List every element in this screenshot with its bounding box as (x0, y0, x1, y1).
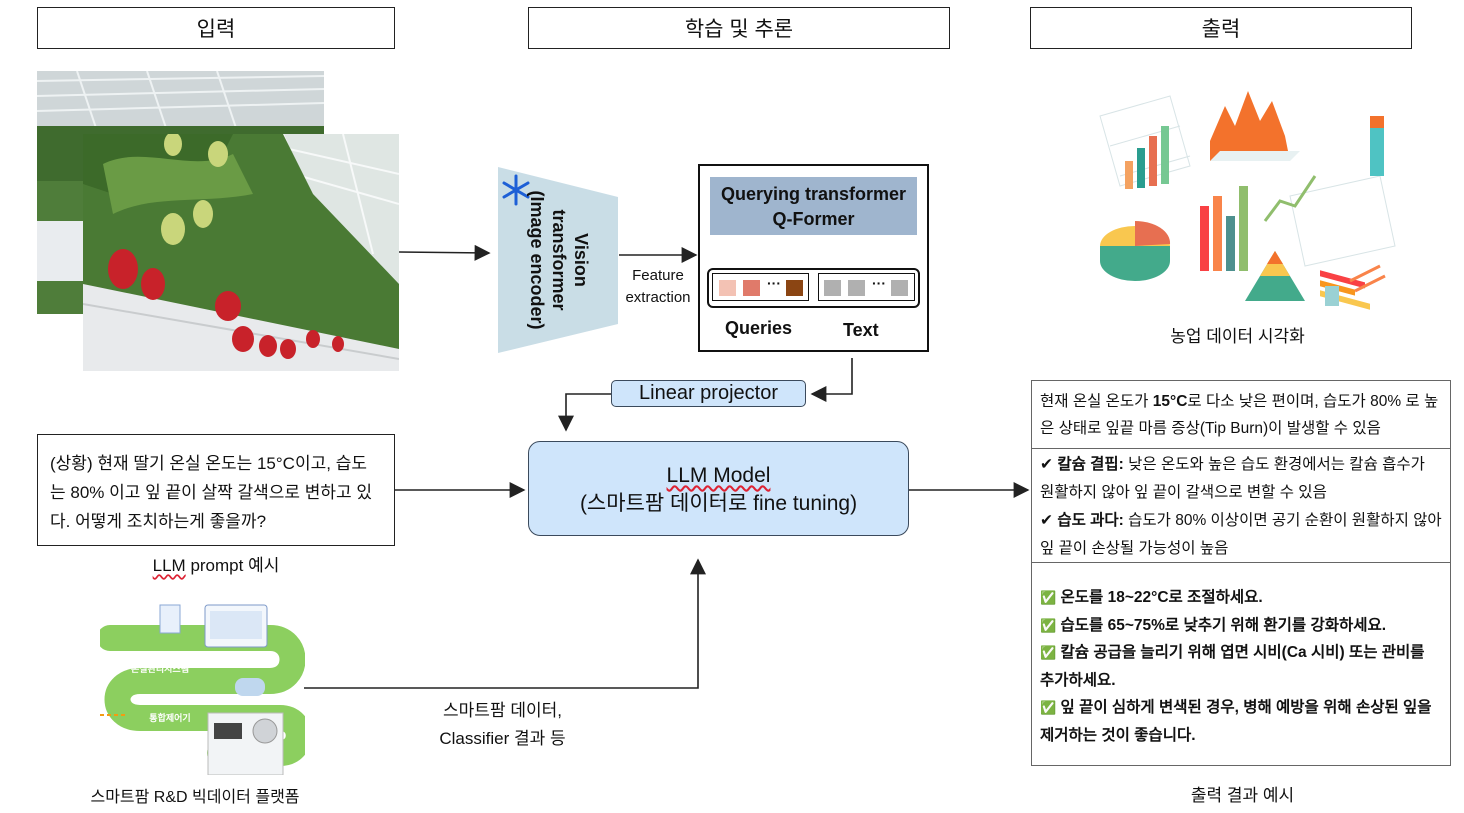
platform-system-label: 스마트 온실관리시스템 (131, 653, 189, 674)
token-group (707, 268, 920, 308)
column-bars-icon (1200, 186, 1248, 271)
cause-check-icon: ✔ (1040, 512, 1053, 529)
action-text: 습도를 65~75%로 낮추기 위해 환기를 강화하세요. (1060, 616, 1387, 634)
arrow-photo-to-encoder (398, 244, 491, 261)
text-token (891, 280, 908, 296)
queries-label: Queries (725, 318, 793, 338)
action-text: 잎 끝이 심하게 변색된 경우, 병해 예방을 위해 손상된 잎을 제거하는 것… (1040, 699, 1432, 744)
qformer-title-line1: Querying transformer (720, 184, 907, 204)
snowflake-icon (502, 174, 530, 206)
action-item: ✅ 칼슘 공급을 늘리기 위해 엽면 시비(Ca 시비) 또는 관비를 추가하세… (1040, 639, 1442, 694)
cause-title: 습도 과다: (1057, 512, 1124, 529)
arrow-platform-to-llm (304, 558, 706, 689)
platform-illustration: 스마트 온실관리시스템 통합제어기 (97, 603, 312, 776)
prompt-caption-rest: prompt 예시 (185, 556, 280, 575)
vision-encoder-shape (498, 167, 618, 353)
text-token (848, 280, 865, 296)
action-item: ✅ 잎 끝이 심하게 변색된 경우, 병해 예방을 위해 손상된 잎을 제거하는… (1040, 694, 1442, 749)
platform-controller-label: 통합제어기 (149, 713, 191, 723)
action-text: 칼슘 공급을 늘리기 위해 엽면 시비(Ca 시비) 또는 관비를 추가하세요. (1040, 644, 1425, 689)
header-input: 입력 (37, 7, 395, 49)
cause-text: 낮은 온도와 높은 습도 환경에서는 칼슘 흡수가 원활하지 않아 잎 끝이 갈… (1040, 456, 1425, 501)
output-summary-post: 로 다소 낮은 편이며, 습도가 80% 로 높은 상태로 잎끝 마름 증상(T… (1040, 393, 1439, 437)
action-item: ✅ 온도를 18~22°C로 조절하세요. (1040, 584, 1442, 612)
action-check-icon: ✅ (1040, 645, 1057, 660)
header-output: 출력 (1030, 7, 1412, 49)
data-flow-line2: Classifier 결과 등 (439, 729, 566, 748)
text-dots: ··· (872, 275, 886, 291)
query-token (786, 280, 803, 296)
cause-title: 칼슘 결핍: (1057, 456, 1124, 473)
text-tokens: ··· (818, 273, 915, 301)
output-summary-pre: 현재 온실 온도가 (1040, 393, 1153, 410)
prompt-caption: LLM prompt 예시 (37, 551, 395, 576)
action-text: 온도를 18~22°C로 조절하세요. (1060, 589, 1263, 606)
data-flow-line1: 스마트팜 데이터, (443, 701, 562, 720)
llm-model-subtitle: (스마트팜 데이터로 fine tuning) (579, 492, 858, 515)
action-check-icon: ✅ (1040, 590, 1057, 605)
qformer-header: Querying transformer Q-Former (710, 177, 917, 235)
vision-encoder (498, 167, 618, 353)
header-input-label: 입력 (196, 18, 236, 41)
output-causes: ✔ 칼슘 결핍: 낮은 온도와 높은 습도 환경에서는 칼슘 흡수가 원활하지 … (1032, 450, 1450, 563)
qformer-title-line2: Q-Former (772, 209, 855, 229)
prompt-box: (상황) 현재 딸기 온실 온도는 15°C이고, 습도는 80% 이고 잎 끝… (37, 434, 395, 546)
output-box: 현재 온실 온도가 15°C로 다소 낮은 편이며, 습도가 80% 로 높은 … (1031, 380, 1451, 766)
data-visualization-image (1080, 86, 1402, 320)
output-actions: ✅ 온도를 18~22°C로 조절하세요. ✅ 습도를 65~75%로 낮추기 … (1032, 564, 1450, 764)
cause-item: ✔ 칼슘 결핍: 낮은 온도와 높은 습도 환경에서는 칼슘 흡수가 원활하지 … (1040, 451, 1442, 507)
query-token (719, 280, 736, 296)
feature-extraction-label: Feature extraction (622, 265, 694, 309)
output-summary: 현재 온실 온도가 15°C로 다소 낮은 편이며, 습도가 80% 로 높은 … (1032, 381, 1450, 449)
llm-model-title: LLM Model (666, 464, 771, 487)
encoder-label-line1: Vision (571, 233, 591, 287)
arrow-qformer-to-projector (810, 358, 853, 402)
query-tokens: ··· (712, 273, 809, 301)
vision-encoder-label-wrap: Vision transformer (Image encoder) (498, 167, 620, 353)
header-training: 학습 및 추론 (528, 7, 950, 49)
bar-cluster-icon (1125, 126, 1169, 189)
query-dots: ··· (767, 275, 781, 291)
prompt-text: (상황) 현재 딸기 온실 온도는 15°C이고, 습도는 80% 이고 잎 끝… (50, 454, 373, 531)
visualization-caption: 농업 데이터 시각화 (1170, 327, 1305, 346)
feature-extraction-line2: extraction (625, 289, 691, 306)
action-check-icon: ✅ (1040, 617, 1057, 633)
text-token (824, 280, 841, 296)
query-token (743, 280, 760, 296)
action-item: ✅ 습도를 65~75%로 낮추기 위해 환기를 강화하세요. (1040, 612, 1442, 640)
text-label: Text (843, 320, 879, 340)
cause-text: 습도가 80% 이상이면 공기 순환이 원활하지 않아 잎 끝이 손상될 가능성… (1040, 512, 1442, 557)
output-caption: 출력 결과 예시 (1190, 786, 1295, 805)
cause-item: ✔ 습도 과다: 습도가 80% 이상이면 공기 순환이 원활하지 않아 잎 끝… (1040, 507, 1442, 563)
data-flow-label: 스마트팜 데이터, Classifier 결과 등 (400, 697, 605, 753)
output-summary-bold: 15°C (1152, 393, 1188, 410)
cause-check-icon: ✔ (1040, 456, 1053, 473)
llm-model-box: LLM Model (스마트팜 데이터로 fine tuning) (528, 441, 909, 536)
platform-caption: 스마트팜 R&D 빅데이터 플랫폼 (90, 789, 300, 806)
prompt-caption-llm: LLM (152, 556, 186, 575)
encoder-label-line2: transformer (549, 209, 569, 311)
arrow-projector-to-llm (558, 393, 611, 432)
header-output-label: 출력 (1201, 18, 1241, 41)
action-check-icon: ✅ (1040, 700, 1057, 715)
feature-extraction-line1: Feature (632, 267, 684, 284)
encoder-label-line3: (Image encoder) (527, 190, 547, 330)
linear-projector: Linear projector (611, 380, 806, 407)
header-training-label: 학습 및 추론 (684, 18, 794, 41)
strawberry-photo-front (83, 134, 399, 371)
